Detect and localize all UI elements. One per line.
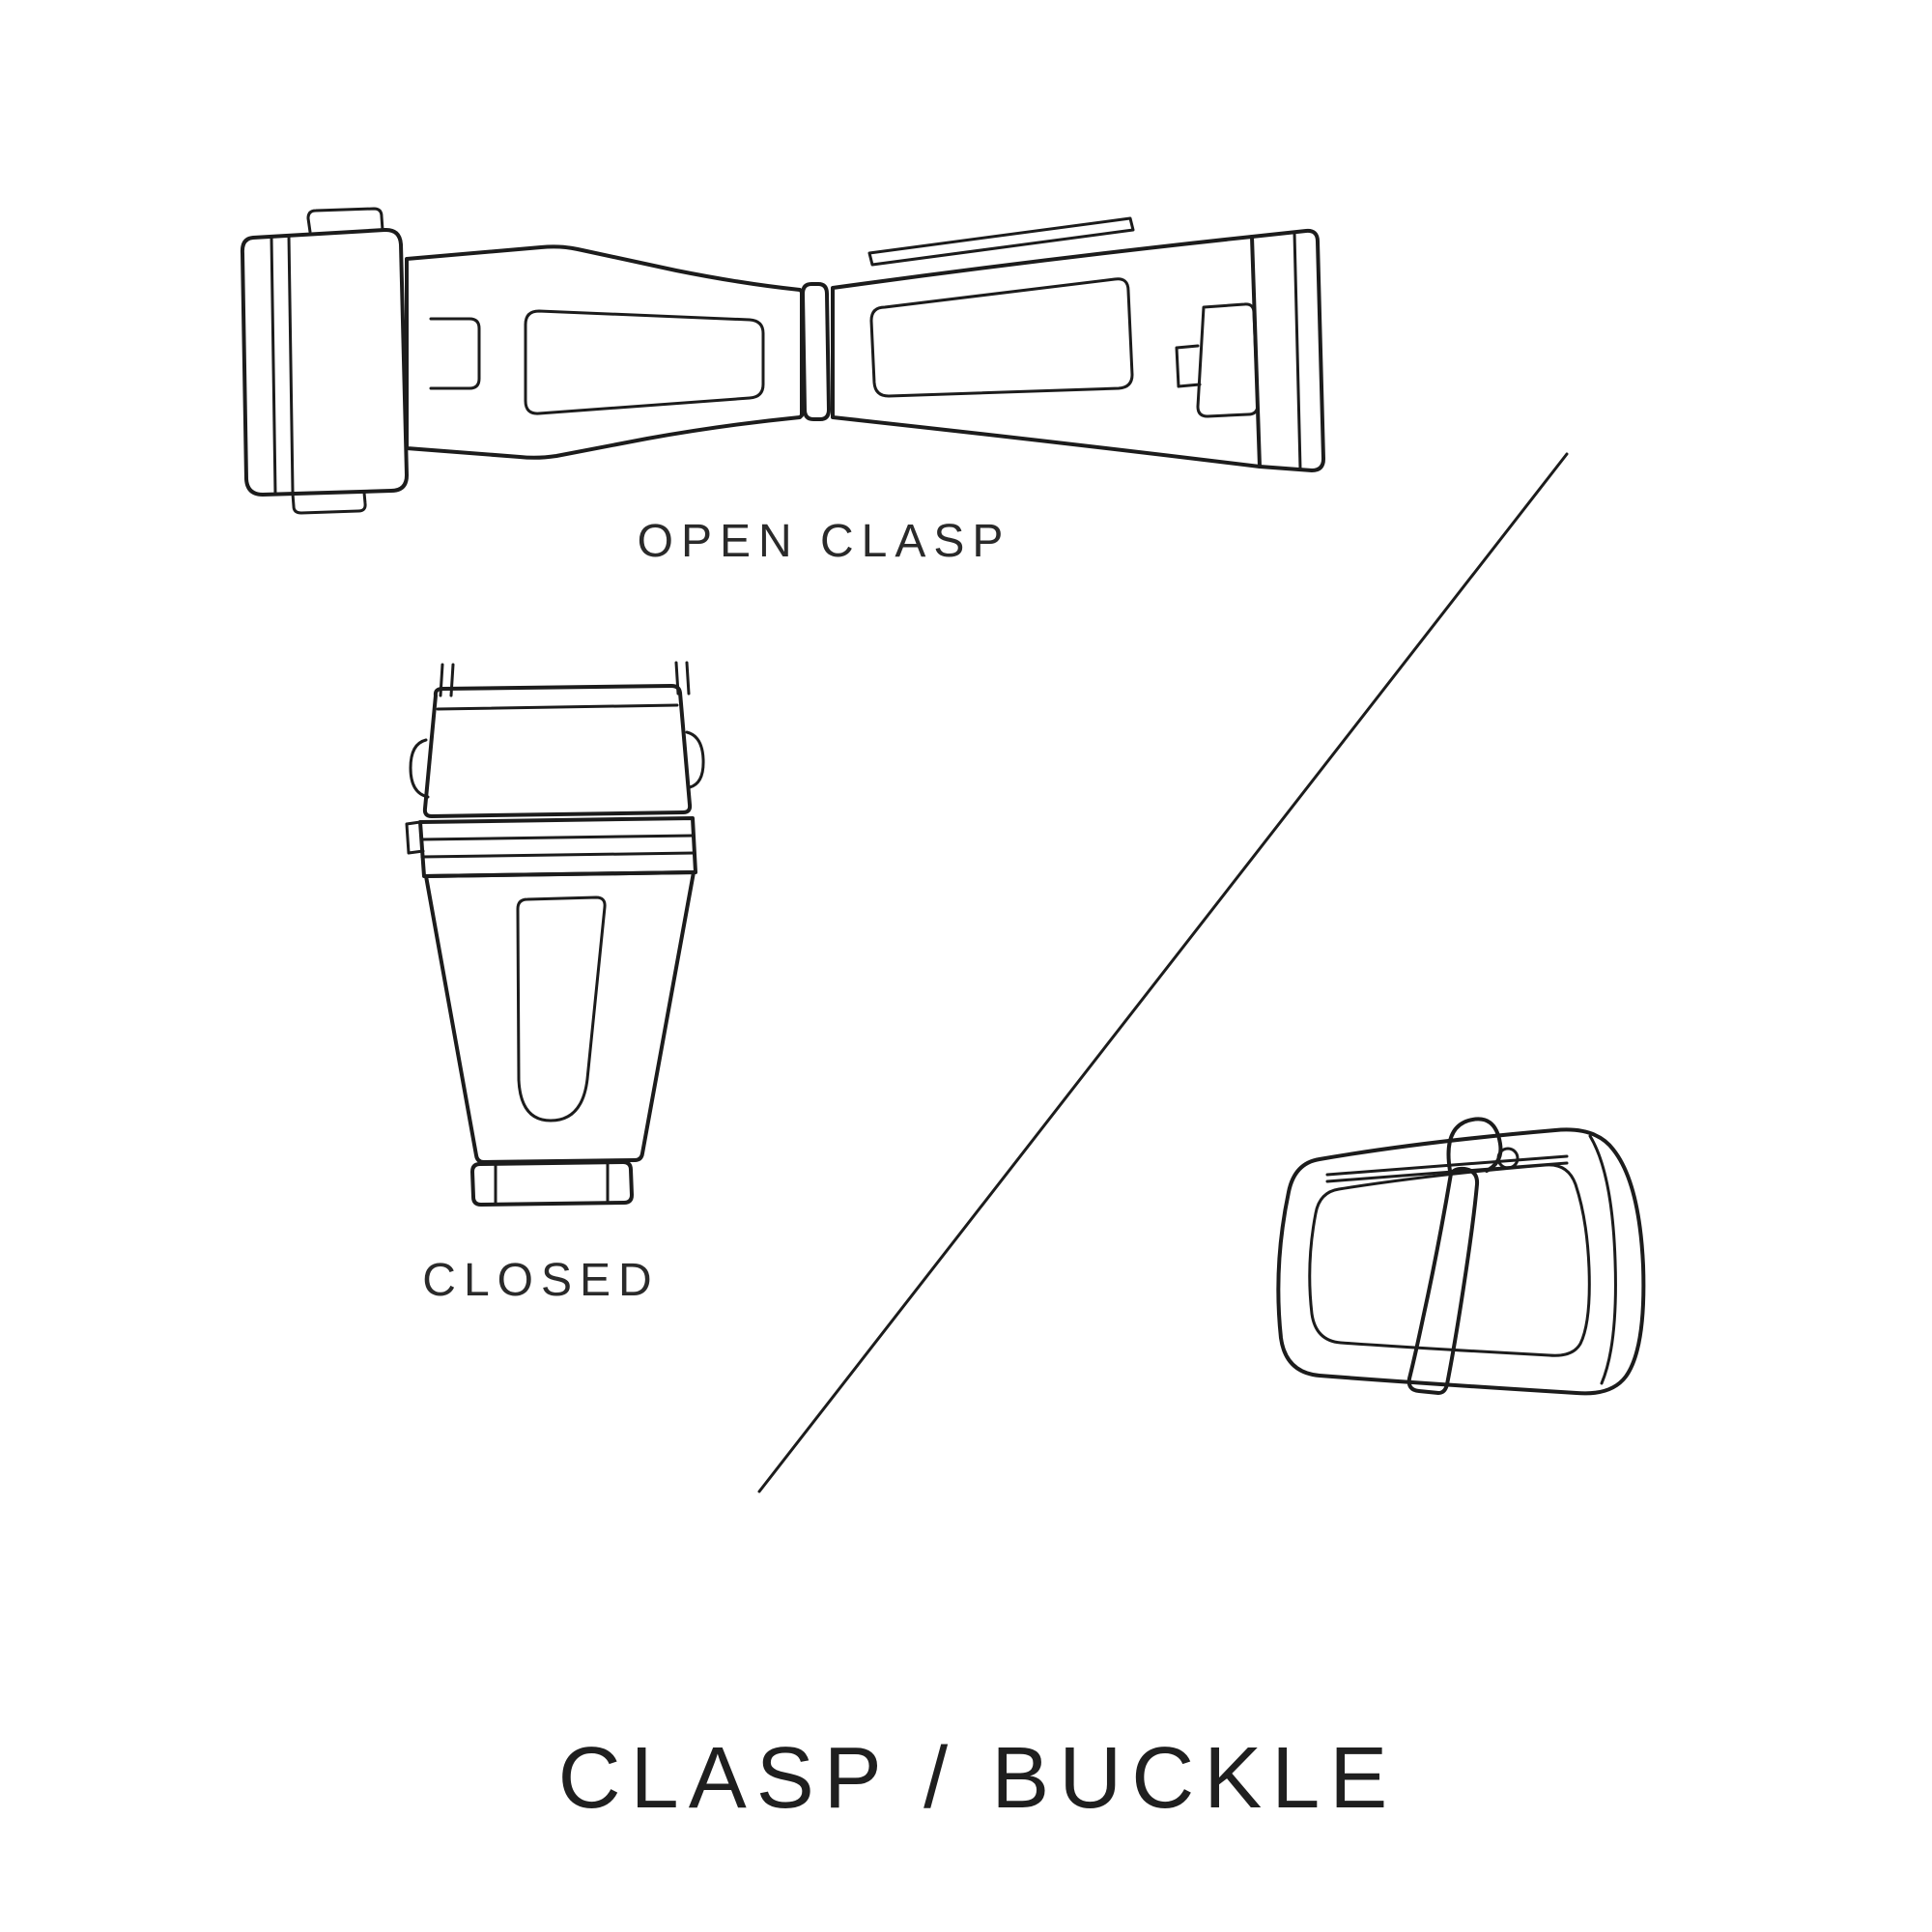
clasp-frame-bottom-tab — [291, 491, 367, 515]
closed-clasp-band-notch — [405, 820, 425, 855]
buckle-illustration-icon — [1276, 1117, 1646, 1396]
divider-line — [757, 452, 1569, 1493]
closed-clasp-body-inner-outline — [516, 895, 607, 1122]
clasp-end-plate — [1250, 228, 1325, 472]
clasp-left-arm-outline — [405, 244, 804, 460]
closed-clasp-side-tabs — [409, 730, 705, 799]
closed-clasp-band — [418, 816, 697, 878]
closed-clasp-top-fold-line — [436, 703, 679, 711]
closed-clasp-body — [424, 870, 696, 1164]
closed-clasp-band-lines — [419, 834, 696, 859]
clasp-frame-outline — [240, 227, 409, 497]
clasp-frame-top-tab — [306, 207, 384, 234]
buckle-right-roll-edge — [1588, 1134, 1617, 1385]
clasp-center-hinge — [801, 282, 831, 421]
page-title: CLASP / BUCKLE — [557, 1730, 1398, 1827]
clasp-left-arm-notch — [429, 317, 481, 390]
clasp-left-arm-inner-outline — [524, 309, 765, 415]
clasp-catch-tab — [1175, 344, 1202, 388]
clasp-right-arm-top-edge — [867, 216, 1135, 267]
clasp-end-plate-line — [1293, 231, 1302, 470]
open-clasp-illustration-icon — [240, 207, 1325, 515]
buckle-frame-inner-outline — [1308, 1163, 1591, 1357]
closed-clasp-illustration-icon — [405, 661, 705, 1207]
open-clasp-label: OPEN CLASP — [637, 516, 1011, 567]
closed-clasp-base — [470, 1160, 634, 1207]
closed-clasp-prongs — [439, 661, 691, 697]
buckle-pin — [1325, 1154, 1569, 1183]
buckle-tongue — [1406, 1166, 1480, 1395]
buckle-frame-outline — [1276, 1127, 1646, 1396]
closed-clasp-top-block — [422, 684, 693, 818]
buckle-pin-ring — [1496, 1147, 1520, 1170]
clasp-right-arm-outline — [831, 235, 1262, 469]
diagonal-divider — [757, 452, 1569, 1493]
closed-clasp-label: CLOSED — [422, 1255, 660, 1306]
closed-clasp-base-lines — [494, 1160, 610, 1206]
clasp-catch-slot — [1196, 302, 1260, 418]
clasp-right-arm-inner-outline — [869, 277, 1134, 398]
clasp-frame-rolled-edge — [270, 234, 295, 495]
